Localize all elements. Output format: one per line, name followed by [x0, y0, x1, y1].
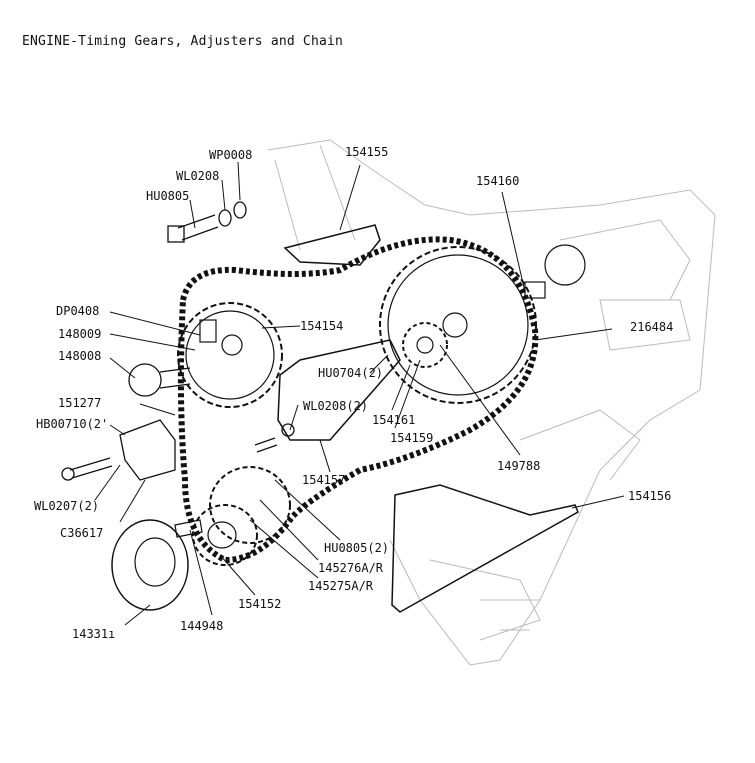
- label-dp0408: DP0408: [56, 304, 99, 318]
- label-148008: 148008: [58, 349, 101, 363]
- label-149788: 149788: [497, 459, 540, 473]
- label-hu0805-2: HU0805(2): [324, 541, 389, 555]
- adjuster-cam-148008: [128, 363, 191, 397]
- label-154155: 154155: [345, 145, 388, 159]
- label-wl0208-2: WL0208(2): [303, 399, 368, 413]
- label-148009: 148009: [58, 327, 101, 341]
- chain-guide-plate: [391, 484, 579, 613]
- label-145275: 145275A/R: [308, 579, 374, 593]
- label-154157: 154157: [302, 473, 345, 487]
- page-title: ENGINE-Timing Gears, Adjusters and Chain: [22, 34, 344, 49]
- label-wp0008: WP0008: [209, 148, 252, 162]
- camshaft-sprocket: [177, 302, 283, 408]
- crankshaft-sprocket: [174, 466, 291, 566]
- bolt-lower: [254, 423, 295, 453]
- label-hu0805: HU0805: [146, 189, 189, 203]
- label-145276: 145276A/R: [318, 561, 384, 575]
- label-216484: 216484: [630, 320, 673, 334]
- label-14331: 14331ı: [72, 627, 115, 641]
- label-hb00710: HB00710(2': [36, 417, 108, 431]
- part-labels: WP0008 154155 WL0208 HU0805 154160 DP040…: [34, 145, 673, 641]
- label-hu0704: HU0704(2): [318, 366, 383, 380]
- engine-block-outline: [267, 139, 716, 666]
- label-154159: 154159: [390, 431, 433, 445]
- leader-lines: [94, 161, 625, 626]
- label-154152: 154152: [238, 597, 281, 611]
- label-144948: 144948: [180, 619, 223, 633]
- label-wl0207: WL0207(2): [34, 499, 99, 513]
- label-151277: 151277: [58, 396, 101, 410]
- tensioner-bracket: [277, 339, 401, 441]
- chain-guide-top: [283, 224, 381, 266]
- right-sprocket: [379, 244, 586, 404]
- oil-thrower-disc: [111, 519, 189, 611]
- label-c36617: C36617: [60, 526, 103, 540]
- tensioner-assembly: [61, 419, 176, 481]
- label-154160: 154160: [476, 174, 519, 188]
- bolt-hu0805: [167, 201, 247, 243]
- idler-sprocket: [402, 322, 448, 368]
- label-154161: 154161: [372, 413, 415, 427]
- label-154156: 154156: [628, 489, 671, 503]
- label-wl0208: WL0208: [176, 169, 219, 183]
- label-154154: 154154: [300, 319, 343, 333]
